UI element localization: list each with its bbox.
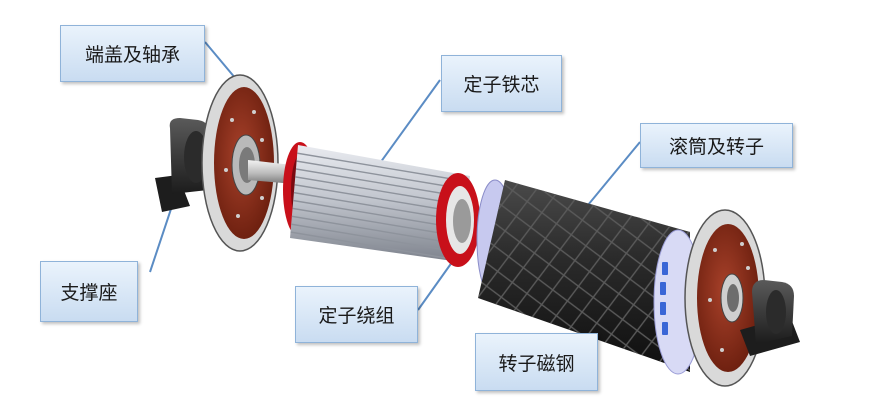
left-end-cover-disc xyxy=(201,74,279,252)
stator-core-assembly xyxy=(283,142,480,267)
label-stator-winding: 定子绕组 xyxy=(295,286,418,343)
leader-line-stator-core xyxy=(374,79,441,171)
label-end-cover-bearing: 端盖及轴承 xyxy=(60,25,205,82)
label-rotor-magnet: 转子磁钢 xyxy=(475,333,598,391)
label-stator-core: 定子铁芯 xyxy=(441,55,562,112)
leader-line-winding xyxy=(417,257,456,311)
label-support-seat: 支撑座 xyxy=(40,261,138,322)
label-drum-rotor: 滚筒及转子 xyxy=(640,123,793,168)
rotor-magnet-strips xyxy=(660,262,668,335)
left-support-seat xyxy=(155,118,210,212)
right-support-seat xyxy=(740,280,800,356)
leader-line-drum xyxy=(587,141,641,206)
